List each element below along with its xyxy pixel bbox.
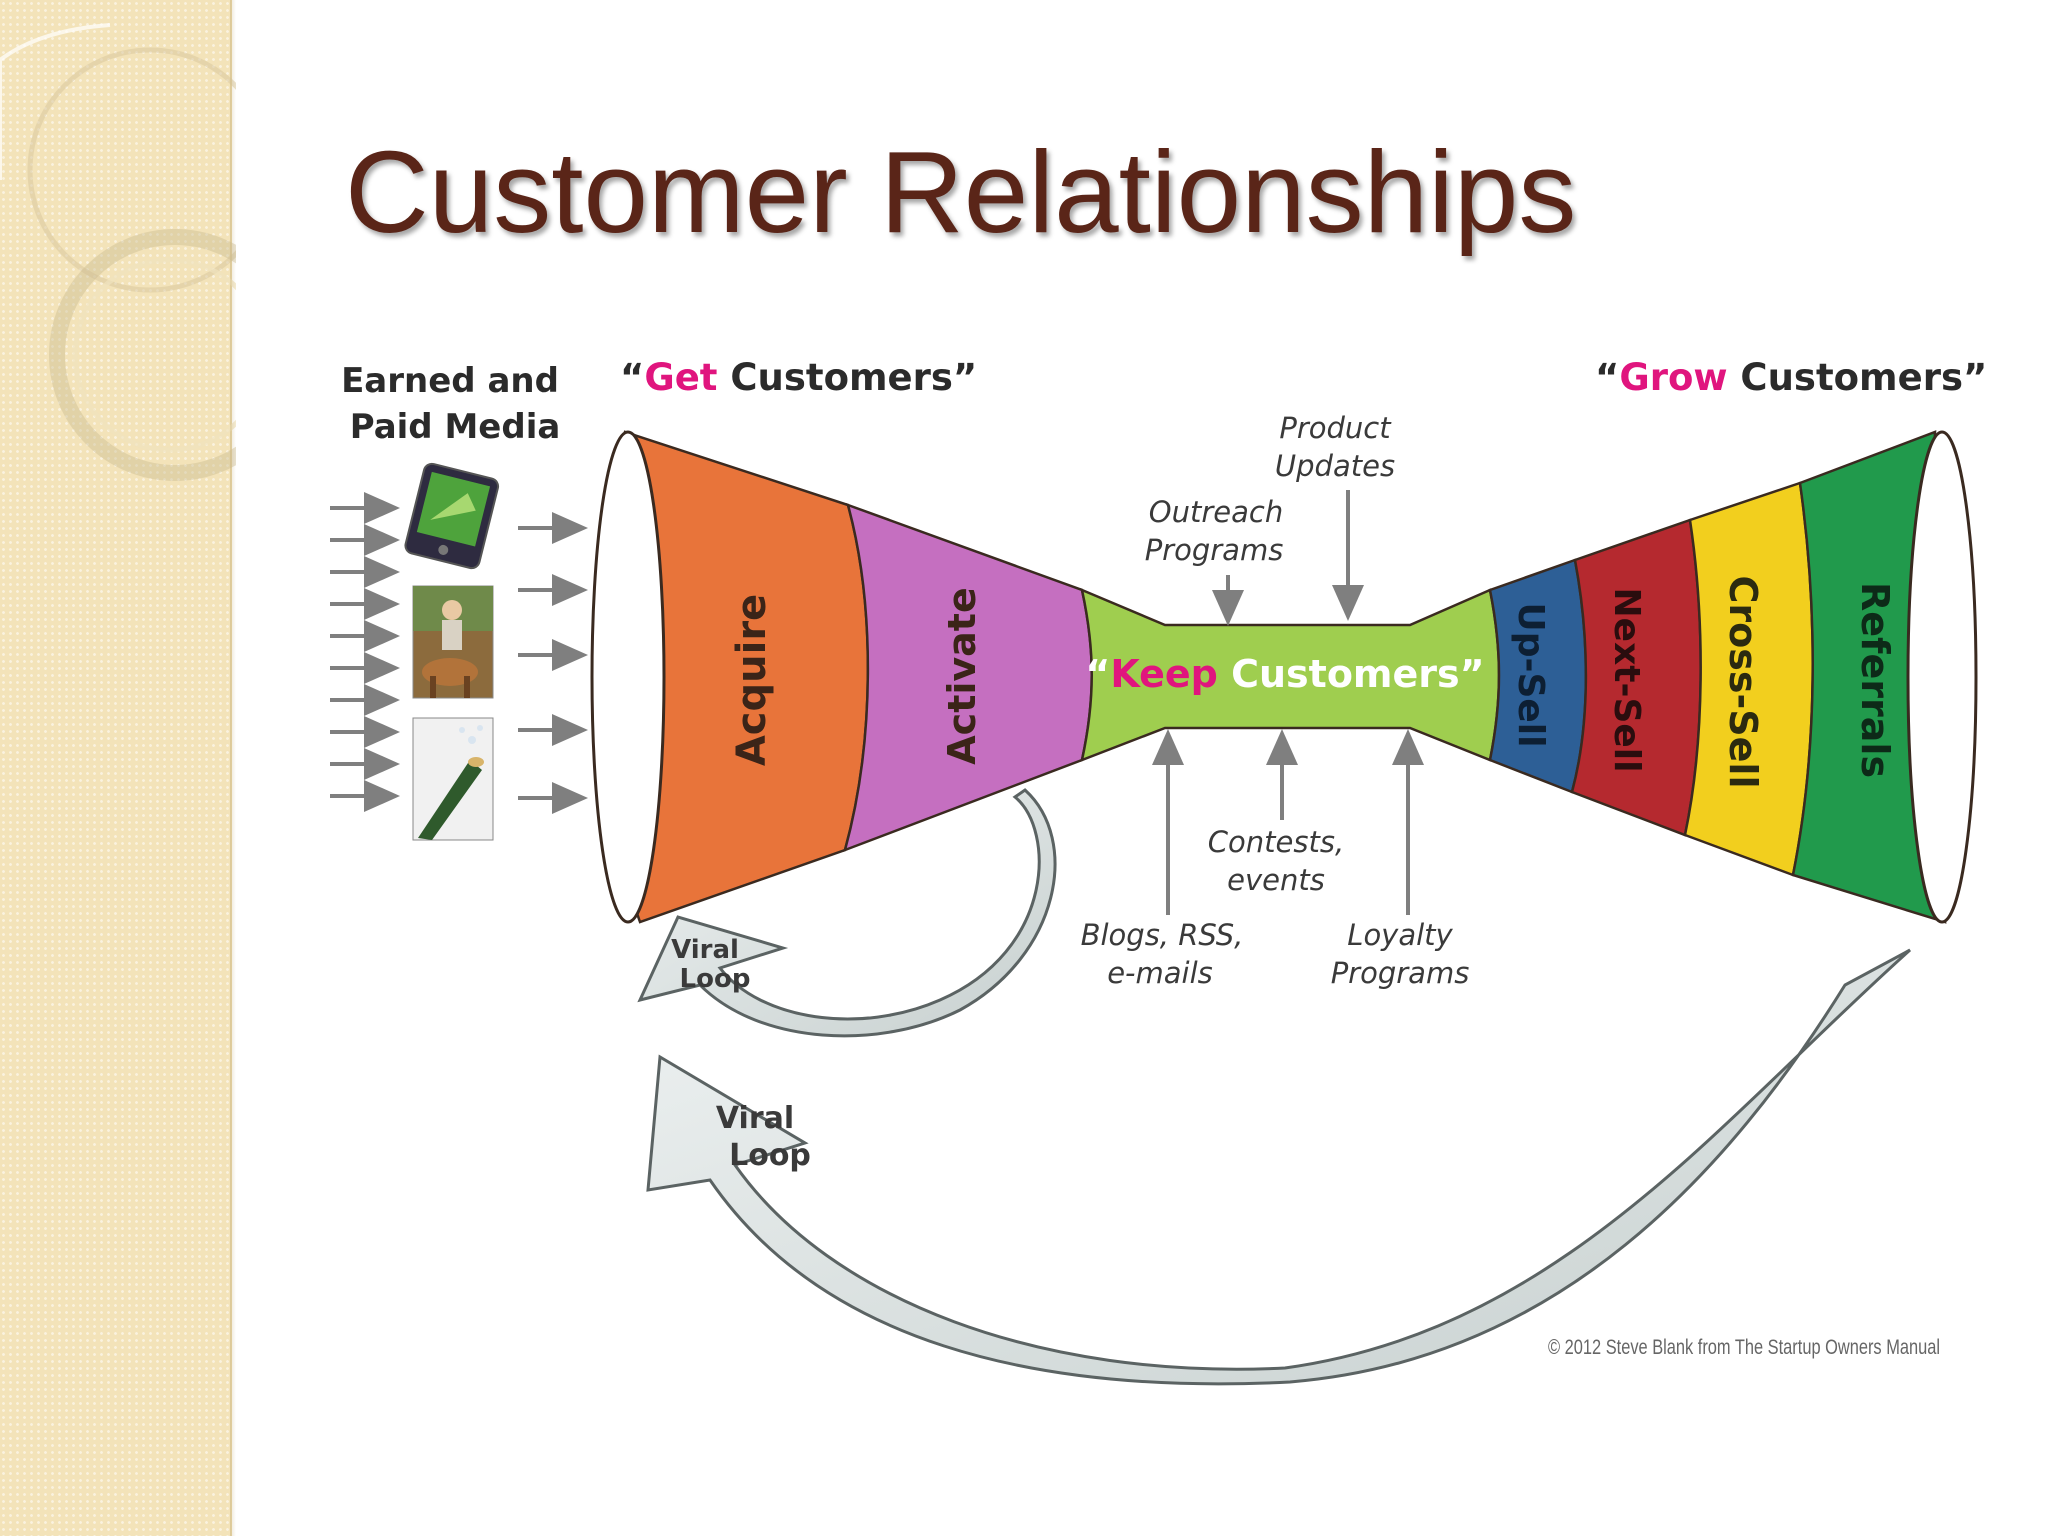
annotation-contests-line2: events — [1227, 863, 1325, 897]
viral-loop-small-line1: Viral — [671, 935, 739, 965]
stage-label-up-sell: Up-Sell — [1510, 603, 1551, 748]
viral-loop-large-line2: Loop — [729, 1138, 811, 1173]
grow-customers-label: “Grow Customers” — [1595, 356, 1987, 399]
annotation-arrows-bottom — [1152, 729, 1424, 915]
viral-loop-small-arrow — [637, 788, 1057, 1038]
champagne-image — [412, 717, 494, 841]
annotation-contests-line1: Contests, — [1208, 825, 1344, 859]
viral-loop-large-arrow — [646, 948, 1912, 1386]
media-to-funnel-arrows — [518, 512, 588, 814]
tablet-image — [404, 462, 500, 570]
decorative-circles — [0, 23, 236, 481]
get-customers-label: “Get Customers” — [620, 356, 977, 399]
annotation-loyalty-line1: Loyalty — [1347, 918, 1453, 952]
annotation-loyalty-line2: Programs — [1331, 956, 1470, 990]
copyright-note: © 2012 Steve Blank from The Startup Owne… — [1548, 1336, 1940, 1359]
sidebar-decoration — [0, 0, 236, 1536]
horse-rider-image — [412, 585, 494, 699]
viral-loop-large-line1: Viral — [716, 1101, 794, 1136]
slide-title: Customer Relationships — [345, 127, 1577, 257]
annotation-outreach-line1: Outreach — [1149, 495, 1283, 529]
stage-label-referrals: Referrals — [1853, 582, 1897, 778]
annotation-outreach-line2: Programs — [1145, 533, 1284, 567]
incoming-arrows — [330, 492, 400, 812]
annotation-blogs-line1: Blogs, RSS, — [1081, 918, 1244, 952]
viral-loop-small-line2: Loop — [680, 964, 751, 994]
stage-label-cross-sell: Cross-Sell — [1721, 576, 1765, 789]
keep-customers-label: “Keep Customers” — [1085, 652, 1484, 696]
left-cone-opening — [590, 430, 666, 924]
annotation-product-updates-line1: Product — [1279, 411, 1392, 445]
annotation-product-updates-line2: Updates — [1275, 449, 1395, 483]
stage-label-activate: Activate — [940, 587, 984, 764]
right-cone-opening — [1906, 430, 1978, 924]
annotation-arrows-top — [1212, 490, 1364, 626]
media-label-line1: Earned and — [341, 361, 559, 401]
stage-label-next-sell: Next-Sell — [1606, 588, 1647, 773]
annotation-blogs-line2: e-mails — [1107, 956, 1213, 990]
stage-label-acquire: Acquire — [729, 594, 775, 766]
media-label-line2: Paid Media — [350, 407, 561, 447]
sidebar-edge — [230, 0, 236, 1536]
